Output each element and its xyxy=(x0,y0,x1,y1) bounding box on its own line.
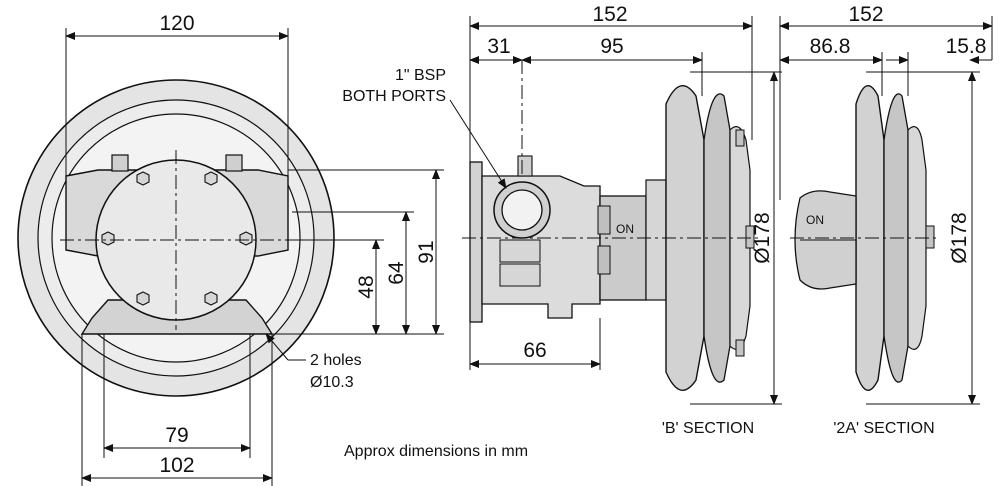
bolt-head xyxy=(204,291,218,306)
dim-text-64: 64 xyxy=(385,261,408,285)
dim-text-120: 120 xyxy=(159,12,194,35)
side-clutch-tab xyxy=(597,245,611,275)
dim-text-102: 102 xyxy=(159,454,194,477)
section-2a-label: '2A' SECTION xyxy=(833,420,934,437)
side-rib xyxy=(499,263,541,287)
dim-text-152-a: 152 xyxy=(848,3,883,26)
bolt-head xyxy=(101,231,115,246)
side-pulley-bolt xyxy=(735,339,745,357)
bolt-head xyxy=(239,231,253,246)
side-pulley-bolt xyxy=(735,129,745,147)
section-2a-view: ON xyxy=(790,85,940,391)
dim-text-66: 66 xyxy=(523,339,546,362)
section-2a-dimensions: 152 86.8 15.8 Ø178 '2A' SECTION xyxy=(779,3,993,437)
bolt-head xyxy=(204,171,218,186)
front-stud-left xyxy=(111,154,129,172)
on-label-b: ON xyxy=(616,222,634,236)
front-dimensions: 120 79 102 48 64 91 2 holes Ø10.3 xyxy=(65,12,444,486)
dim-text-91: 91 xyxy=(415,240,438,263)
front-bolt-heads xyxy=(101,171,253,306)
units-note: Approx dimensions in mm xyxy=(344,443,528,460)
side-pulley-bolt xyxy=(745,225,755,249)
a-pulley-bolt xyxy=(925,225,935,249)
dim-text-95: 95 xyxy=(600,35,623,58)
bsp-label-line1: 1" BSP xyxy=(395,67,446,84)
holes-leader xyxy=(265,333,289,361)
side-flange xyxy=(469,161,483,323)
side-port-inner xyxy=(501,189,543,231)
dim-text-48: 48 xyxy=(355,275,378,298)
bolt-head xyxy=(136,291,150,306)
bsp-label-line2: BOTH PORTS xyxy=(342,88,446,105)
section-b-label: 'B' SECTION xyxy=(662,420,754,437)
bsp-leader xyxy=(449,99,507,189)
side-pulley-hub xyxy=(645,179,667,301)
on-label-2a: ON xyxy=(806,213,824,227)
side-view: ON xyxy=(462,60,760,391)
side-stud-top xyxy=(517,155,533,177)
side-clutch-tab xyxy=(597,205,611,235)
dim-text-31: 31 xyxy=(487,35,510,58)
side-dimensions: 152 31 95 1" BSP BOTH PORTS 66 Ø178 'B' … xyxy=(342,3,782,437)
side-rib xyxy=(499,239,541,263)
dim-text-178-a: Ø178 xyxy=(948,212,971,263)
dim-text-86-8: 86.8 xyxy=(810,35,851,58)
dim-text-178-b: Ø178 xyxy=(751,212,774,263)
front-stud-right xyxy=(225,154,243,172)
dim-text-15-8: 15.8 xyxy=(946,35,987,58)
dim-text-152: 152 xyxy=(592,3,627,26)
bolt-head xyxy=(136,171,150,186)
holes-label-line2: Ø10.3 xyxy=(310,374,354,391)
front-view xyxy=(17,79,335,397)
holes-label-line1: 2 holes xyxy=(310,352,362,369)
dim-text-79: 79 xyxy=(165,424,188,447)
